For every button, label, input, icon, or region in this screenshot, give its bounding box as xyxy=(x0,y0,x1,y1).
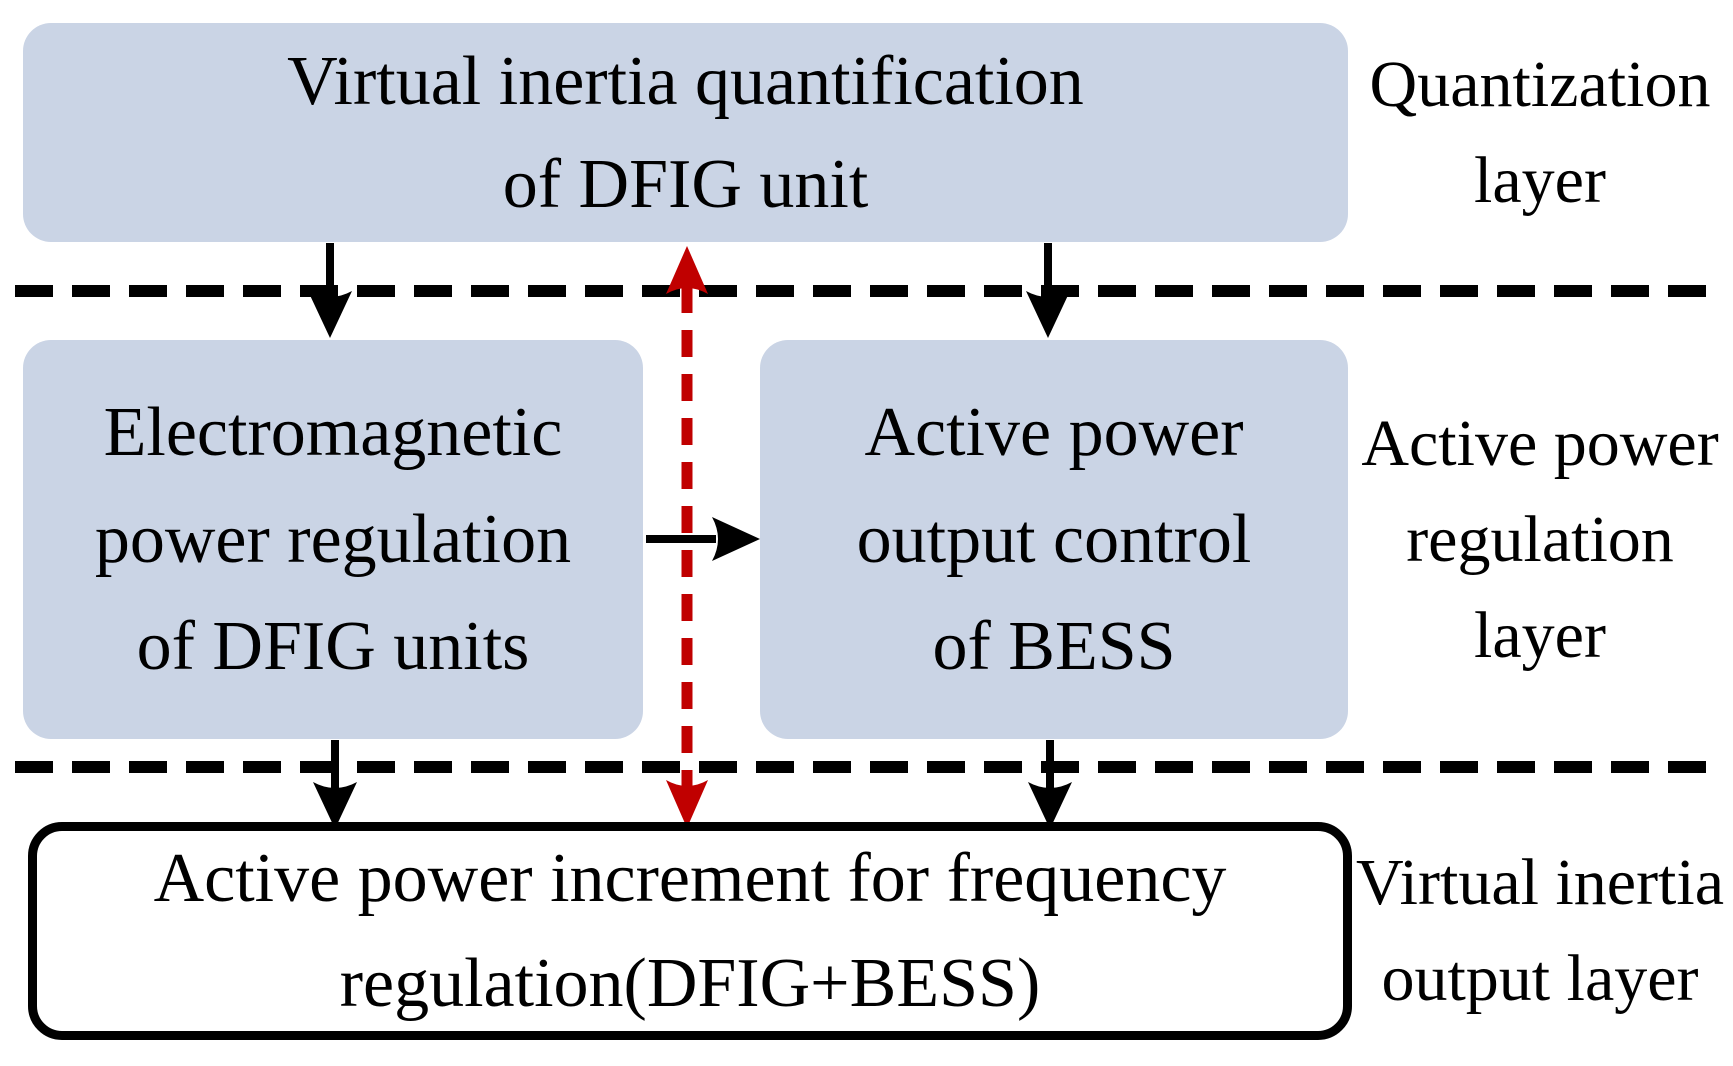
label-active-power-regulation-layer-line1: Active power xyxy=(1361,406,1719,480)
box-active-power-increment: Active power increment for frequency reg… xyxy=(28,822,1352,1040)
label-quantization-layer-line2: layer xyxy=(1474,143,1606,217)
box-active-power-output-control-line1: Active power xyxy=(864,394,1244,471)
box-electromagnetic-power-regulation: Electromagnetic power regulation of DFIG… xyxy=(23,340,643,739)
box-virtual-inertia-quantification-line2: of DFIG unit xyxy=(502,145,869,223)
label-active-power-regulation-layer: Active power regulation layer xyxy=(1340,340,1733,739)
arrow-bess-to-increment xyxy=(1028,740,1072,829)
arrow-quantification-to-dfig xyxy=(308,243,352,338)
box-electromagnetic-power-regulation-line3: of DFIG units xyxy=(136,608,530,685)
label-virtual-inertia-output-layer-line2: output layer xyxy=(1381,942,1699,1015)
box-active-power-output-control-line3: of BESS xyxy=(932,608,1176,685)
label-virtual-inertia-output-layer-line1: Virtual inertia xyxy=(1355,846,1725,919)
box-virtual-inertia-quantification-line1: Virtual inertia quantification xyxy=(287,42,1084,120)
label-active-power-regulation-layer-line3: layer xyxy=(1474,598,1606,672)
label-quantization-layer-line1: Quantization xyxy=(1369,47,1711,121)
label-quantization-layer: Quantization layer xyxy=(1340,23,1733,242)
box-active-power-increment-line1: Active power increment for frequency xyxy=(153,840,1227,917)
box-active-power-increment-line2: regulation(DFIG+BESS) xyxy=(339,945,1041,1022)
arrow-quantification-to-bess xyxy=(1026,243,1070,338)
box-active-power-output-control-line2: output control xyxy=(856,501,1252,578)
label-virtual-inertia-output-layer: Virtual inertia output layer xyxy=(1340,822,1733,1040)
arrow-dfig-to-increment xyxy=(313,740,357,829)
box-electromagnetic-power-regulation-line1: Electromagnetic xyxy=(103,394,563,471)
box-virtual-inertia-quantification: Virtual inertia quantification of DFIG u… xyxy=(23,23,1348,242)
red-feedback-double-arrow xyxy=(666,246,708,828)
label-active-power-regulation-layer-line2: regulation xyxy=(1406,502,1674,576)
box-active-power-output-control: Active power output control of BESS xyxy=(760,340,1348,739)
arrow-dfig-to-bess xyxy=(646,517,760,561)
box-electromagnetic-power-regulation-line2: power regulation xyxy=(94,501,572,578)
